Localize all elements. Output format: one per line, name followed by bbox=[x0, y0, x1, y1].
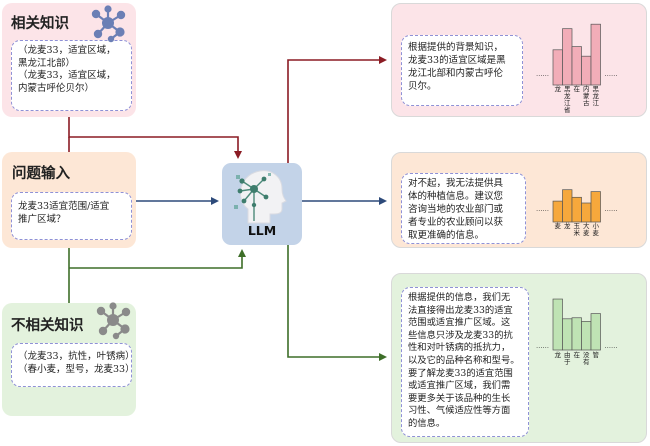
relevant-knowledge-line: （龙麦33，适宜区域， bbox=[18, 70, 116, 81]
output-line: 要了解龙麦33的适宜范围 bbox=[408, 367, 513, 379]
output-bar-chart-relevant: …… …… 龙黑龙江省在内蒙古黑龙江 bbox=[536, 23, 618, 114]
relevant-knowledge-title: 相关知识 bbox=[11, 16, 69, 32]
question-input-box: 龙麦33适宜范围/适宜 推广区域？ bbox=[11, 192, 132, 240]
output-line: 要更多关于该品种的生长 bbox=[408, 392, 511, 404]
chart-bar bbox=[590, 191, 601, 223]
network-nodes-icon bbox=[96, 302, 131, 340]
chart-bar-label: 麦 bbox=[555, 221, 562, 230]
chart-bar-label: 大麦 bbox=[583, 221, 590, 237]
chart-bar-label: 玉米 bbox=[574, 222, 581, 237]
chart-bar-label: 在 bbox=[574, 84, 581, 93]
llm-label: LLM bbox=[247, 223, 277, 238]
output-line: 根据提供的背景知识， bbox=[408, 42, 504, 53]
output-line: 龙江北部和内蒙古呼伦 bbox=[408, 68, 504, 79]
relevant-to-llm-arrow bbox=[68, 117, 242, 159]
output-line: 性和对叶锈病的抵抗力， bbox=[408, 342, 511, 354]
relevant-knowledge-line: 内蒙古呼伦贝尔） bbox=[18, 82, 95, 94]
relevant-knowledge-line: （龙麦33，适宜区域， bbox=[18, 45, 116, 56]
chart-bar-label: 黑龙江 bbox=[593, 85, 600, 107]
chart-bar bbox=[571, 46, 582, 86]
output-text-relevant: 根据提供的背景知识， 龙麦33的适宜区域是黑 龙江北部和内蒙古呼伦 贝尔。 bbox=[401, 35, 523, 106]
chart-bar bbox=[552, 49, 563, 86]
chart-bar bbox=[562, 28, 573, 86]
output-line: 或适宜推广区域，我们需 bbox=[408, 380, 511, 392]
output-line: 根据提供的信息，我们无 bbox=[408, 292, 511, 303]
chart-ellipsis-left: …… bbox=[536, 342, 549, 350]
irrelevant-to-llm-arrow bbox=[68, 248, 246, 303]
network-nodes-icon bbox=[91, 5, 126, 43]
question-input-panel: 问题输入 龙麦33适宜范围/适宜 推广区域？ bbox=[2, 152, 136, 248]
chart-bar-label: 在 bbox=[574, 350, 581, 359]
llm-to-irrelevant-output-arrow bbox=[287, 245, 387, 361]
irrelevant-knowledge-title: 不相关知识 bbox=[11, 318, 84, 334]
output-line: 以及它的品种名称和型号。 bbox=[408, 354, 520, 366]
chart-ellipsis-right: …… bbox=[605, 205, 618, 213]
irrelevant-knowledge-line: （龙麦33，抗性，叶锈病） bbox=[18, 351, 135, 362]
irrelevant-knowledge-box: （龙麦33，抗性，叶锈病） （春小麦，型号，龙麦33） bbox=[11, 343, 135, 387]
output-line: 者专业的农业顾问以获 bbox=[408, 217, 504, 228]
output-line: 咨询当地的农业部门或 bbox=[408, 204, 504, 215]
output-panel-question: 对不起，我无法提供具 体的种植信息。建议您 咨询当地的农业部门或 者专业的农业顾… bbox=[391, 152, 647, 248]
chart-bar-label: 由于 bbox=[564, 350, 571, 366]
output-line: 取更准确的信息。 bbox=[408, 230, 485, 241]
output-bar-chart-irrelevant: …… …… 龙由于在没有管 bbox=[536, 298, 618, 366]
llm-to-relevant-output-arrow bbox=[287, 56, 387, 163]
chart-bar-label: 黑龙江省 bbox=[564, 85, 571, 114]
chart-bar bbox=[581, 55, 592, 86]
chart-bar-label: 小麦 bbox=[593, 221, 600, 237]
ai-head-icon bbox=[234, 170, 287, 224]
chart-bar bbox=[562, 189, 573, 223]
chart-bar-label: 龙 bbox=[555, 350, 562, 359]
output-line: 的信息。 bbox=[408, 417, 446, 429]
chart-ellipsis-right: …… bbox=[605, 70, 618, 78]
relevant-knowledge-line: 黑龙江北部） bbox=[18, 57, 76, 69]
output-line: 对不起，我无法提供具 bbox=[408, 178, 504, 189]
chart-bar-label: 龙 bbox=[564, 221, 571, 230]
chart-bar bbox=[581, 202, 592, 223]
chart-bar bbox=[590, 313, 601, 351]
output-bar-chart-question: …… …… 麦龙玉米大麦小麦 bbox=[536, 189, 618, 237]
question-line: 龙麦33适宜范围/适宜 bbox=[18, 201, 110, 212]
chart-bar-label: 管 bbox=[593, 350, 600, 359]
output-line: 法直接得出龙麦33的适宜 bbox=[408, 304, 513, 316]
chart-bar-label: 没有 bbox=[583, 350, 590, 366]
chart-bar bbox=[590, 23, 601, 86]
output-line: 些信息只涉及龙麦33的抗 bbox=[408, 329, 513, 341]
chart-bar-label: 龙 bbox=[555, 84, 562, 93]
chart-bar bbox=[562, 318, 573, 351]
question-line: 推广区域？ bbox=[18, 213, 66, 225]
chart-ellipsis-left: …… bbox=[536, 70, 549, 78]
relevant-knowledge-box: （龙麦33，适宜区域， 黑龙江北部） （龙麦33，适宜区域， 内蒙古呼伦贝尔） bbox=[11, 40, 132, 111]
irrelevant-knowledge-panel: 不相关知识 （龙麦33，抗性，叶锈病） （春小麦，型号，龙麦33） bbox=[2, 303, 136, 416]
chart-bar bbox=[571, 196, 582, 223]
output-text-question: 对不起，我无法提供具 体的种植信息。建议您 咨询当地的农业部门或 者专业的农业顾… bbox=[401, 173, 526, 244]
chart-ellipsis-left: …… bbox=[536, 205, 549, 213]
question-input-title: 问题输入 bbox=[12, 166, 70, 182]
output-line: 体的种植信息。建议您 bbox=[408, 191, 504, 202]
chart-bar bbox=[552, 200, 563, 223]
output-line: 龙麦33的适宜区域是黑 bbox=[408, 55, 506, 66]
output-line: 习性、气候适应性等方面 bbox=[408, 405, 511, 417]
irrelevant-knowledge-line: （春小麦，型号，龙麦33） bbox=[18, 363, 135, 375]
chart-bar-label: 内蒙古 bbox=[583, 84, 590, 107]
chart-bar bbox=[571, 317, 582, 351]
chart-ellipsis-right: …… bbox=[605, 342, 618, 350]
output-line: 范围或适宜推广区域。这 bbox=[408, 317, 511, 329]
chart-bar bbox=[581, 321, 592, 351]
chart-bar bbox=[552, 298, 563, 351]
output-panel-relevant: 根据提供的背景知识， 龙麦33的适宜区域是黑 龙江北部和内蒙古呼伦 贝尔。 bbox=[391, 3, 647, 117]
output-text-irrelevant: 根据提供的信息，我们无 法直接得出龙麦33的适宜 范围或适宜推广区域。这 些信息… bbox=[401, 287, 529, 437]
output-line: 贝尔。 bbox=[408, 81, 437, 92]
output-panel-irrelevant: 根据提供的信息，我们无 法直接得出龙麦33的适宜 范围或适宜推广区域。这 些信息… bbox=[391, 273, 647, 443]
